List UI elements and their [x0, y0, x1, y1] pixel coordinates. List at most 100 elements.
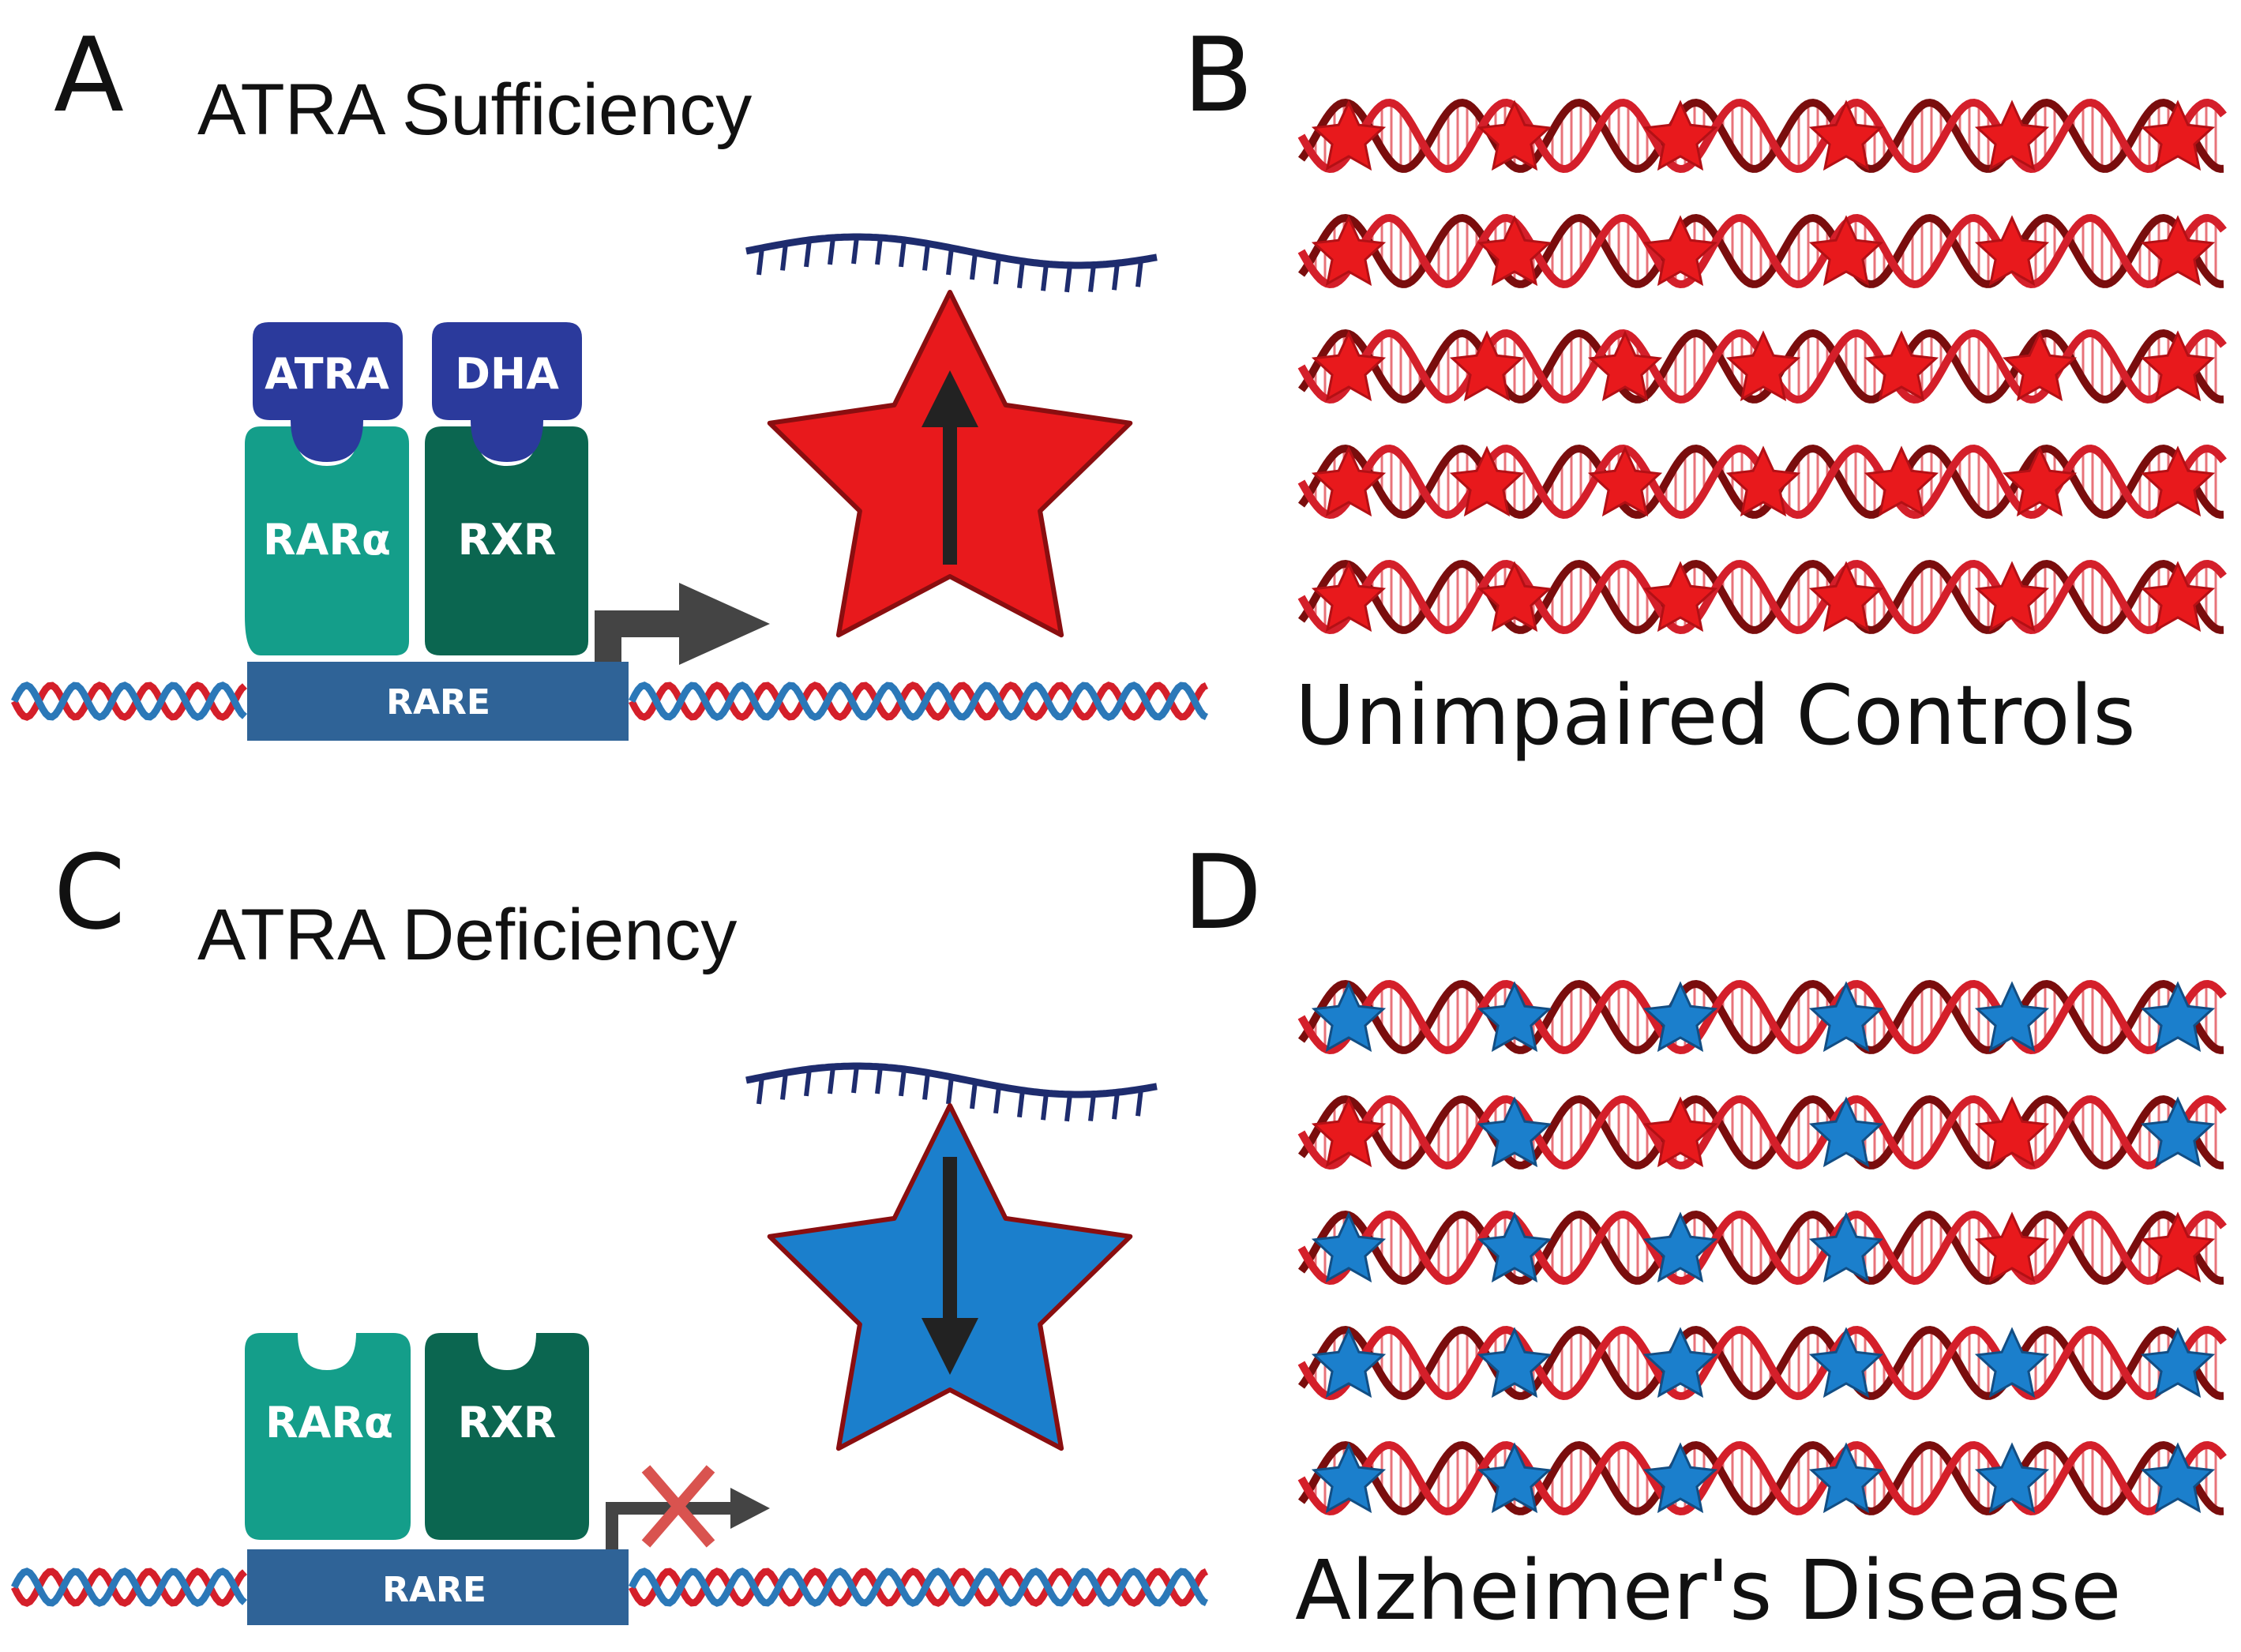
mrna-base [970, 252, 978, 280]
helix-strand-light [1297, 1210, 2227, 1286]
panel-c-title: ATRA Deficiency [197, 895, 737, 975]
receptor-rar-label-a: RARα [263, 515, 391, 565]
helix-star [1725, 330, 1801, 402]
mrna-base [828, 1066, 835, 1094]
helix-star [2140, 1442, 2216, 1514]
mrna-a [745, 233, 1158, 293]
mrna-base [1112, 262, 1120, 291]
mrna-base [1064, 1094, 1072, 1122]
helix-star [2140, 1211, 2216, 1283]
receptor-rxr-a [425, 426, 588, 655]
mrna-base [899, 1068, 907, 1097]
panel-b-letter: B [1183, 15, 1253, 135]
helix-star [1477, 1327, 1552, 1399]
expression-star-c [767, 1103, 1133, 1451]
mrna-base [828, 237, 835, 265]
helix-row [1297, 559, 2227, 635]
mrna-base [946, 247, 954, 276]
transcription-arrow-stem-c [606, 1502, 738, 1549]
dna-strand-a [10, 681, 1209, 721]
helix-row [1297, 213, 2227, 289]
helix-star [1808, 1211, 1884, 1283]
helix-star [1587, 445, 1663, 517]
dna-strand-red [10, 681, 248, 721]
panel-c-letter: C [54, 832, 126, 952]
mrna-base [899, 239, 907, 268]
helix-star [2140, 981, 2216, 1053]
helix-star [1311, 445, 1387, 517]
helix-star [1808, 981, 1884, 1053]
mrna-base [804, 1068, 812, 1097]
helix-star [1477, 1211, 1552, 1283]
mrna-base [851, 1065, 859, 1094]
helix-star [1311, 1327, 1387, 1399]
panel-b-caption: Unimpaired Controls [1295, 667, 2136, 764]
helix-star [1725, 445, 1801, 517]
helix-star [2002, 330, 2078, 402]
rare-box-a [247, 662, 629, 741]
helix-star [1808, 99, 1884, 171]
helix-star [1808, 1327, 1884, 1399]
helix-star [1808, 1442, 1884, 1514]
mrna-base [922, 1072, 930, 1100]
helix-strand-light [1297, 1440, 2227, 1516]
mrna-base [946, 1076, 954, 1105]
mrna-base [1136, 259, 1143, 287]
helix-star [2140, 330, 2216, 402]
panel-a: A ATRA Sufficiency RARE RARα RXR ATRA DH… [10, 15, 1209, 741]
mrna-base [1136, 1088, 1143, 1117]
receptor-rar-a [245, 426, 409, 655]
helix-star [1311, 1096, 1387, 1168]
expression-star-a [767, 290, 1133, 638]
mrna-base [1017, 1090, 1025, 1118]
panel-a-title: ATRA Sufficiency [197, 69, 752, 150]
mrna-base [993, 257, 1001, 285]
helix-star [1311, 330, 1387, 402]
helix-star [1808, 1096, 1884, 1168]
helix-star [1311, 981, 1387, 1053]
helix-star [2140, 215, 2216, 287]
helix-strand-light [1297, 559, 2227, 635]
helix-star [1642, 981, 1718, 1053]
helix-row [1297, 329, 2227, 404]
blocked-cross-icon [641, 1465, 715, 1548]
mrna-base [875, 237, 883, 265]
helix-row [1297, 444, 2227, 520]
panel-a-letter: A [54, 15, 124, 135]
helix-row [1297, 1325, 2227, 1401]
helix-star [1974, 99, 2050, 171]
rare-box-c [247, 1549, 629, 1625]
rare-label-a: RARE [386, 682, 490, 723]
mrna-base [1041, 1092, 1049, 1121]
mrna-base [1088, 265, 1096, 292]
helix-star [1642, 1442, 1718, 1514]
rare-label-c: RARE [382, 1570, 486, 1610]
helix-star [1642, 1096, 1718, 1168]
helix-rows-controls [1297, 98, 2227, 635]
panel-d: D Alzheimer's Disease [1183, 832, 2227, 1639]
helix-row [1297, 979, 2227, 1055]
mrna-base [1017, 261, 1025, 289]
helix-star [2140, 1327, 2216, 1399]
helix-row [1297, 1094, 2227, 1170]
helix-star [1974, 981, 2050, 1053]
mrna-base [780, 243, 788, 271]
mrna-base [993, 1086, 1001, 1114]
mrna-base [756, 247, 764, 276]
helix-star [1311, 99, 1387, 171]
mrna-base [780, 1072, 788, 1100]
ligand-dha-label: DHA [455, 349, 559, 399]
helix-star [1477, 1442, 1552, 1514]
dna-strand-red [10, 1568, 248, 1607]
helix-star [1642, 215, 1718, 287]
mrna-base [851, 236, 859, 265]
ligand-atra [253, 322, 403, 462]
dna-strand-blue [10, 1568, 248, 1607]
mrna-base [875, 1066, 883, 1094]
helix-strand-light [1297, 213, 2227, 289]
helix-star [1974, 1211, 2050, 1283]
helix-rows-disease [1297, 979, 2227, 1516]
receptor-rxr-label-c: RXR [458, 1398, 557, 1447]
mrna-base [756, 1076, 764, 1105]
